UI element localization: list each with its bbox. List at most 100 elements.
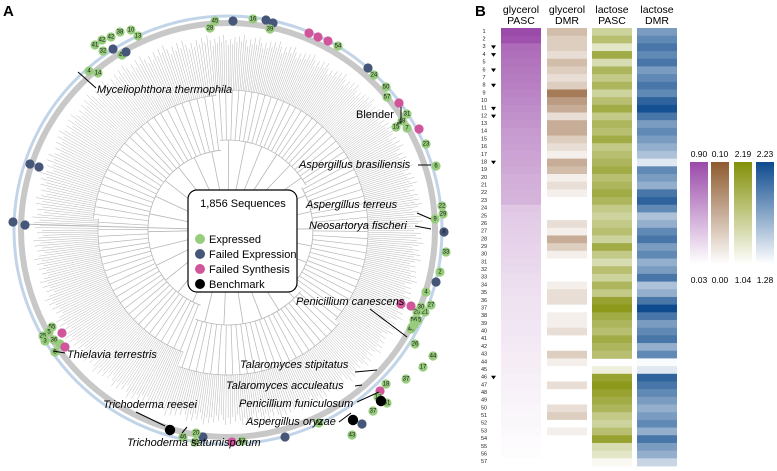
- row-number: 38: [481, 313, 487, 319]
- heatmap-cell: [637, 296, 677, 306]
- tree-leaf: [36, 231, 99, 234]
- heatmap-cell: [547, 143, 587, 152]
- tree-leaf: [248, 373, 255, 415]
- tree-leaf: [53, 153, 105, 176]
- tree-branch: [147, 204, 153, 224]
- heatmap-cell: [637, 427, 677, 436]
- row-number: 4: [482, 52, 485, 58]
- heatmap-cell: [637, 227, 677, 236]
- tree-marker: 3: [40, 336, 50, 346]
- tree-marker-dot: [431, 277, 441, 287]
- heatmap-cell: [547, 381, 587, 390]
- heatmap-cell: [637, 66, 677, 75]
- tree-marker-number: 51: [384, 400, 391, 406]
- tree-leaf: [218, 36, 222, 91]
- row-number: 56: [481, 451, 487, 457]
- tree-marker-number: 56: [411, 317, 418, 323]
- tree-leaf: [95, 91, 135, 133]
- heatmap-cell: [637, 304, 677, 313]
- tree-leaf: [366, 246, 414, 253]
- row-number: 22: [481, 190, 487, 196]
- heatmap-cell: [592, 366, 632, 375]
- tree-branch: [214, 374, 222, 376]
- tree-leaf: [218, 374, 222, 421]
- tree-leaf: [317, 344, 342, 376]
- tree-leaf: [175, 50, 191, 101]
- tree-leaf: [303, 73, 328, 113]
- row-number: 43: [481, 352, 487, 358]
- tree-leaf: [152, 52, 176, 106]
- tree-marker-dot: [347, 430, 357, 440]
- tree-branch: [214, 323, 234, 326]
- tree-marker: [394, 98, 404, 108]
- tree-branch: [263, 101, 285, 148]
- tree-leaf: [342, 119, 385, 150]
- heatmap-cell: [547, 435, 587, 444]
- tree-leaf: [231, 44, 233, 91]
- tree-leaf: [246, 373, 253, 422]
- heatmap-cell: [547, 327, 587, 336]
- tree-marker-dot: [381, 379, 391, 389]
- heatmap-cell: [592, 51, 632, 60]
- row-number: 27: [481, 229, 487, 235]
- tree-marker: [8, 217, 18, 227]
- tree-leaf: [358, 160, 403, 179]
- tree-branch: [360, 185, 364, 193]
- tree-marker-number: 44: [430, 353, 437, 359]
- tree-branch: [240, 324, 248, 374]
- tree-leaf: [63, 297, 118, 331]
- tree-marker-number: 15: [393, 124, 400, 130]
- tree-leaf: [278, 365, 296, 409]
- tree-leaf: [46, 188, 97, 201]
- tree-marker-number: 4: [87, 68, 91, 74]
- tree-leaf: [39, 219, 99, 224]
- scale-min-label: 1.28: [757, 275, 774, 285]
- tree-leaf: [290, 54, 316, 105]
- tree-leaf: [366, 251, 421, 261]
- tree-marker-dot: [406, 301, 416, 311]
- tree-marker-dot: [248, 14, 258, 24]
- tree-marker: 9: [430, 214, 440, 224]
- tree-marker: [414, 124, 424, 134]
- tree-leaf: [115, 81, 147, 123]
- row-number: 34: [481, 282, 487, 288]
- row-number: 24: [481, 206, 487, 212]
- tree-leaf: [96, 321, 136, 361]
- tree-leaf: [367, 209, 412, 215]
- heatmap-cell: [547, 212, 587, 221]
- tree-marker: [20, 220, 30, 230]
- tree-marker-dot: [426, 300, 436, 310]
- tree-leaf: [357, 156, 407, 178]
- tree-marker: 8: [439, 227, 449, 237]
- tree-branch: [297, 140, 337, 174]
- tree-branch: [303, 112, 310, 117]
- tree-branch: [312, 209, 367, 219]
- tree-leaf: [158, 351, 182, 410]
- tree-branch: [333, 138, 339, 144]
- tree-leaf: [364, 260, 417, 273]
- row-number: 45: [481, 367, 487, 373]
- tree-branch: [236, 373, 244, 376]
- heatmap-cell: [592, 43, 632, 52]
- heatmap-cell: [547, 227, 587, 236]
- heatmap-cell: [592, 412, 632, 421]
- tree-branch: [312, 234, 368, 239]
- tree-leaf: [71, 298, 119, 329]
- tree-leaf: [223, 374, 225, 420]
- tree-leaf: [55, 286, 112, 314]
- tree-branch: [160, 272, 172, 287]
- heatmap-cell: [501, 227, 541, 236]
- tree-marker-dot: [8, 217, 18, 227]
- tree-leaf: [367, 232, 422, 234]
- tree-leaf: [135, 67, 162, 113]
- heatmap-cell: [637, 366, 677, 375]
- tree-marker-dot: [414, 124, 424, 134]
- tree-leaf: [311, 348, 337, 385]
- column-header: lactose: [640, 4, 673, 16]
- tree-branch: [108, 158, 114, 167]
- tree-branch: [152, 257, 161, 274]
- tree-leaf: [108, 329, 145, 373]
- tree-leaf: [285, 363, 303, 403]
- row-number: 47: [481, 382, 487, 388]
- tree-branch: [185, 153, 203, 163]
